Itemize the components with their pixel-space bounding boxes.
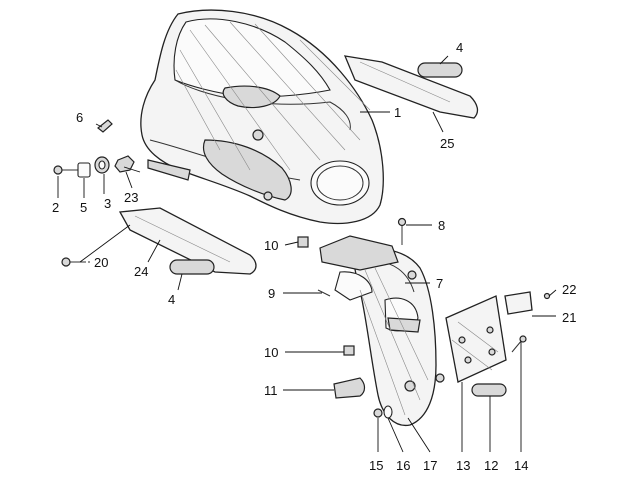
callout-labels: 1 2 3 4 4 5 6 7 8 9 10 10 11 12 13 14 15…	[52, 40, 576, 473]
callout-2: 2	[52, 200, 59, 215]
callout-10-upper: 10	[264, 238, 278, 253]
screw-22	[543, 292, 551, 300]
callout-22: 22	[562, 282, 576, 297]
bracket-21	[504, 291, 533, 315]
lamp-11	[333, 377, 366, 399]
callout-23: 23	[124, 190, 138, 205]
callout-8: 8	[438, 218, 445, 233]
clip-10-upper	[297, 236, 309, 248]
callout-9: 9	[268, 286, 275, 301]
callout-13: 13	[456, 458, 470, 473]
license-plate-holder-13	[445, 295, 507, 383]
rear-body-shell	[140, 9, 384, 225]
reflector-lower-4	[169, 259, 215, 275]
clip-6	[97, 119, 113, 133]
screw-8	[397, 217, 407, 245]
screw-14	[511, 335, 527, 353]
reflector-bracket-25	[343, 55, 479, 119]
clip-10-lower	[343, 345, 355, 356]
plate-light-12	[471, 383, 507, 397]
screw-20	[61, 257, 86, 267]
callout-21: 21	[562, 310, 576, 325]
callout-4-lower: 4	[168, 292, 175, 307]
callout-17: 17	[423, 458, 437, 473]
callout-1: 1	[394, 105, 401, 120]
leader-lines	[57, 55, 557, 453]
callout-14: 14	[514, 458, 528, 473]
callout-11: 11	[264, 383, 278, 398]
callout-20: 20	[94, 255, 108, 270]
callout-5: 5	[80, 200, 87, 215]
rear-mudguard	[319, 235, 445, 427]
reflector-bracket-24	[118, 207, 257, 275]
callout-6: 6	[76, 110, 83, 125]
callout-15: 15	[369, 458, 383, 473]
callout-12: 12	[484, 458, 498, 473]
screw-2	[53, 165, 78, 175]
grommet-3	[94, 156, 110, 174]
screw-9	[317, 289, 331, 297]
callout-24: 24	[134, 264, 148, 279]
callout-10-lower: 10	[264, 345, 278, 360]
spacer-5	[77, 162, 91, 178]
nut-23	[114, 155, 135, 173]
callout-25: 25	[440, 136, 454, 151]
callout-16: 16	[396, 458, 410, 473]
screw-15-washer-16	[373, 405, 393, 419]
callout-4-upper: 4	[456, 40, 463, 55]
reflector-upper-4	[417, 62, 463, 78]
callout-7: 7	[436, 276, 443, 291]
left-fastener-group	[53, 119, 135, 178]
callout-3: 3	[104, 196, 111, 211]
